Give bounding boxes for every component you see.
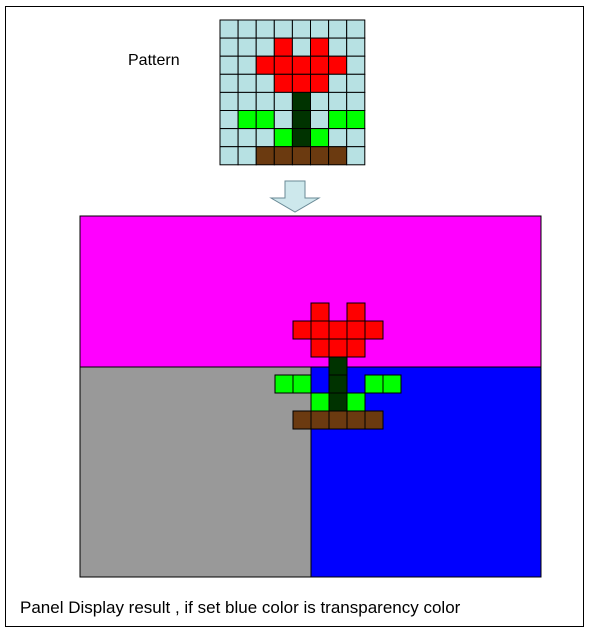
overlay-cell	[346, 392, 366, 412]
pattern-cell	[346, 110, 366, 130]
pattern-cell	[237, 73, 257, 93]
overlay-cell	[328, 356, 348, 376]
pattern-cell	[255, 110, 275, 130]
overlay-cell	[364, 374, 384, 394]
pattern-cell	[328, 73, 348, 93]
pattern-cell	[273, 91, 293, 112]
pattern-cell	[237, 55, 257, 75]
overlay-cell	[310, 320, 330, 340]
overlay-cell	[274, 374, 294, 394]
overlay-cell	[310, 302, 330, 322]
pattern-cell	[346, 55, 366, 75]
overlay-cell	[328, 374, 348, 394]
pattern-cell	[310, 91, 330, 112]
pattern-cell	[310, 19, 330, 39]
pattern-cell	[346, 128, 366, 148]
pattern-cell	[291, 128, 311, 148]
overlay-cell	[328, 338, 348, 358]
pattern-cell	[219, 19, 239, 39]
pattern-cell	[291, 73, 311, 93]
pattern-cell	[310, 55, 330, 75]
pattern-cell	[237, 91, 257, 112]
pattern-cell	[219, 146, 239, 166]
pattern-cell	[255, 146, 275, 166]
pattern-cell	[273, 128, 293, 148]
pattern-cell	[328, 110, 348, 130]
overlay-cell	[364, 410, 384, 430]
pattern-cell	[255, 128, 275, 148]
overlay-cell	[292, 320, 312, 340]
pattern-cell	[273, 110, 293, 130]
pattern-cell	[219, 128, 239, 148]
pattern-cell	[219, 91, 239, 112]
pattern-cell	[310, 128, 330, 148]
pattern-cell	[291, 91, 311, 112]
overlay-cell	[346, 410, 366, 430]
pattern-cell	[328, 146, 348, 166]
pattern-cell	[310, 110, 330, 130]
overlay-cell	[328, 320, 348, 340]
pattern-cell	[237, 128, 257, 148]
caption: Panel Display result , if set blue color…	[20, 598, 461, 617]
overlay-cell	[310, 338, 330, 358]
pattern-cell	[346, 146, 366, 166]
overlay-cell	[346, 302, 366, 322]
overlay-cell	[328, 410, 348, 430]
pattern-cell	[328, 19, 348, 39]
overlay-cell	[382, 374, 402, 394]
pattern-cell	[328, 55, 348, 75]
overlay-cell	[328, 392, 348, 412]
overlay-cell	[346, 320, 366, 340]
overlay-cell	[310, 410, 330, 430]
pattern-cell	[291, 55, 311, 75]
overlay-cell	[364, 320, 384, 340]
pattern-cell	[255, 37, 275, 57]
pattern-cell	[273, 19, 293, 39]
pattern-cell	[291, 110, 311, 130]
pattern-cell	[237, 19, 257, 39]
pattern-cell	[310, 73, 330, 93]
pattern-cell	[328, 91, 348, 112]
pattern-cell	[291, 146, 311, 166]
pattern-cell	[291, 37, 311, 57]
pattern-cell	[273, 37, 293, 57]
pattern-cell	[219, 55, 239, 75]
pattern-cell	[273, 146, 293, 166]
pattern-cell	[237, 110, 257, 130]
pattern-cell	[310, 146, 330, 166]
pattern-cell	[219, 73, 239, 93]
arrow-shape	[269, 180, 321, 213]
pattern-cell	[291, 19, 311, 39]
pattern-cell	[219, 37, 239, 57]
pattern-cell	[328, 37, 348, 57]
down-arrow-icon	[269, 180, 321, 213]
pattern-cell	[237, 146, 257, 166]
pattern-cell	[255, 19, 275, 39]
pattern-cell	[255, 55, 275, 75]
panel-display	[79, 215, 542, 578]
pattern-cell	[346, 19, 366, 39]
overlay-cell	[292, 410, 312, 430]
pattern-cell	[346, 91, 366, 112]
pattern-cell	[237, 37, 257, 57]
pattern-cell	[255, 73, 275, 93]
pattern-cell	[310, 37, 330, 57]
panel-region-gray	[80, 367, 311, 577]
pattern-grid	[219, 19, 366, 166]
pattern-cell	[273, 73, 293, 93]
pattern-cell	[273, 55, 293, 75]
pattern-cell	[346, 73, 366, 93]
overlay-cell	[292, 374, 312, 394]
pattern-cell	[255, 91, 275, 112]
pattern-cell	[346, 37, 366, 57]
pattern-cell	[328, 128, 348, 148]
pattern-cell	[219, 110, 239, 130]
overlay-cell	[346, 338, 366, 358]
pattern-label: Pattern	[128, 52, 180, 69]
overlay-cell	[310, 392, 330, 412]
